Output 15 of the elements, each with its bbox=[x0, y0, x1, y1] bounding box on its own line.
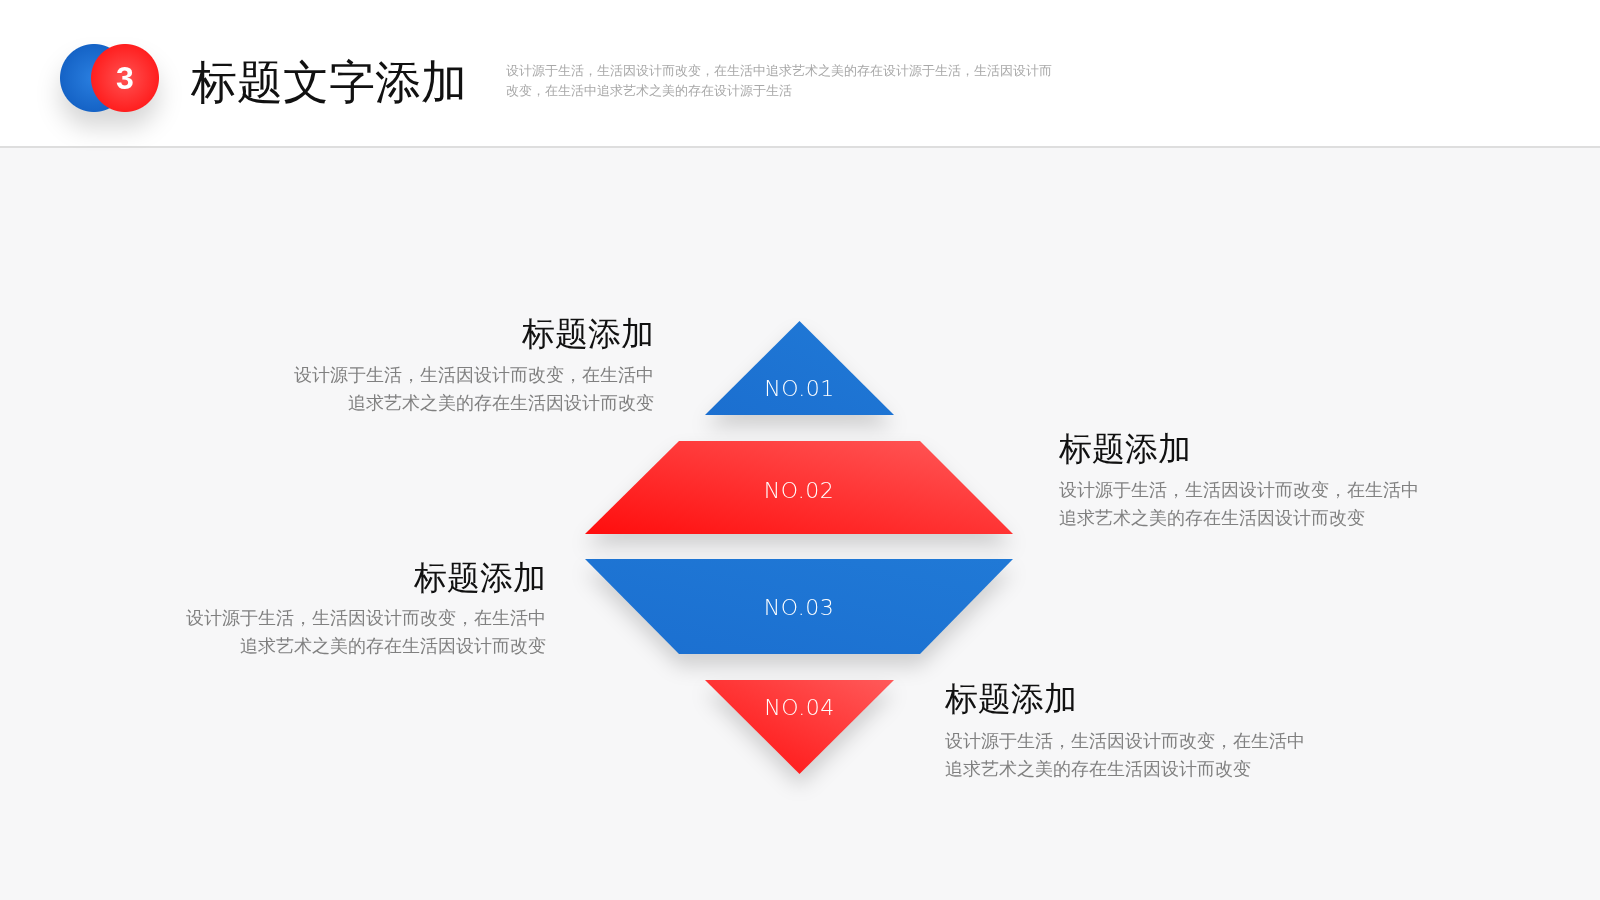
number-label: NO.03 bbox=[762, 595, 836, 621]
number-label: NO.02 bbox=[762, 478, 836, 504]
description-text: 设计源于生活，生活因设计而改变，在生活中追求艺术之美的存在生活因设计而改变 bbox=[293, 364, 654, 415]
description-text: 设计源于生活，生活因设计而改变，在生活中追求艺术之美的存在生活因设计而改变 bbox=[1059, 479, 1420, 530]
number-label: NO.01 bbox=[763, 376, 836, 402]
description-text: 设计源于生活，生活因设计而改变，在生活中追求艺术之美的存在生活因设计而改变 bbox=[185, 607, 546, 658]
heading-text: 标题添加 bbox=[414, 558, 546, 598]
number-badge: 3 bbox=[60, 44, 159, 112]
slide-title: 标题文字添加 bbox=[191, 54, 467, 110]
description-text: 设计源于生活，生活因设计而改变，在生活中追求艺术之美的存在设计源于生活，生活因设计而改变，在生活中追求艺术之美的存在设计源于生活 bbox=[506, 62, 1053, 101]
heading-text: 标题添加 bbox=[1059, 429, 1191, 469]
description-text: 设计源于生活，生活因设计而改变，在生活中追求艺术之美的存在生活因设计而改变 bbox=[945, 730, 1306, 781]
number-label: NO.04 bbox=[763, 695, 836, 721]
heading-text: 标题添加 bbox=[945, 679, 1077, 719]
heading-text: 标题添加 bbox=[522, 314, 654, 354]
